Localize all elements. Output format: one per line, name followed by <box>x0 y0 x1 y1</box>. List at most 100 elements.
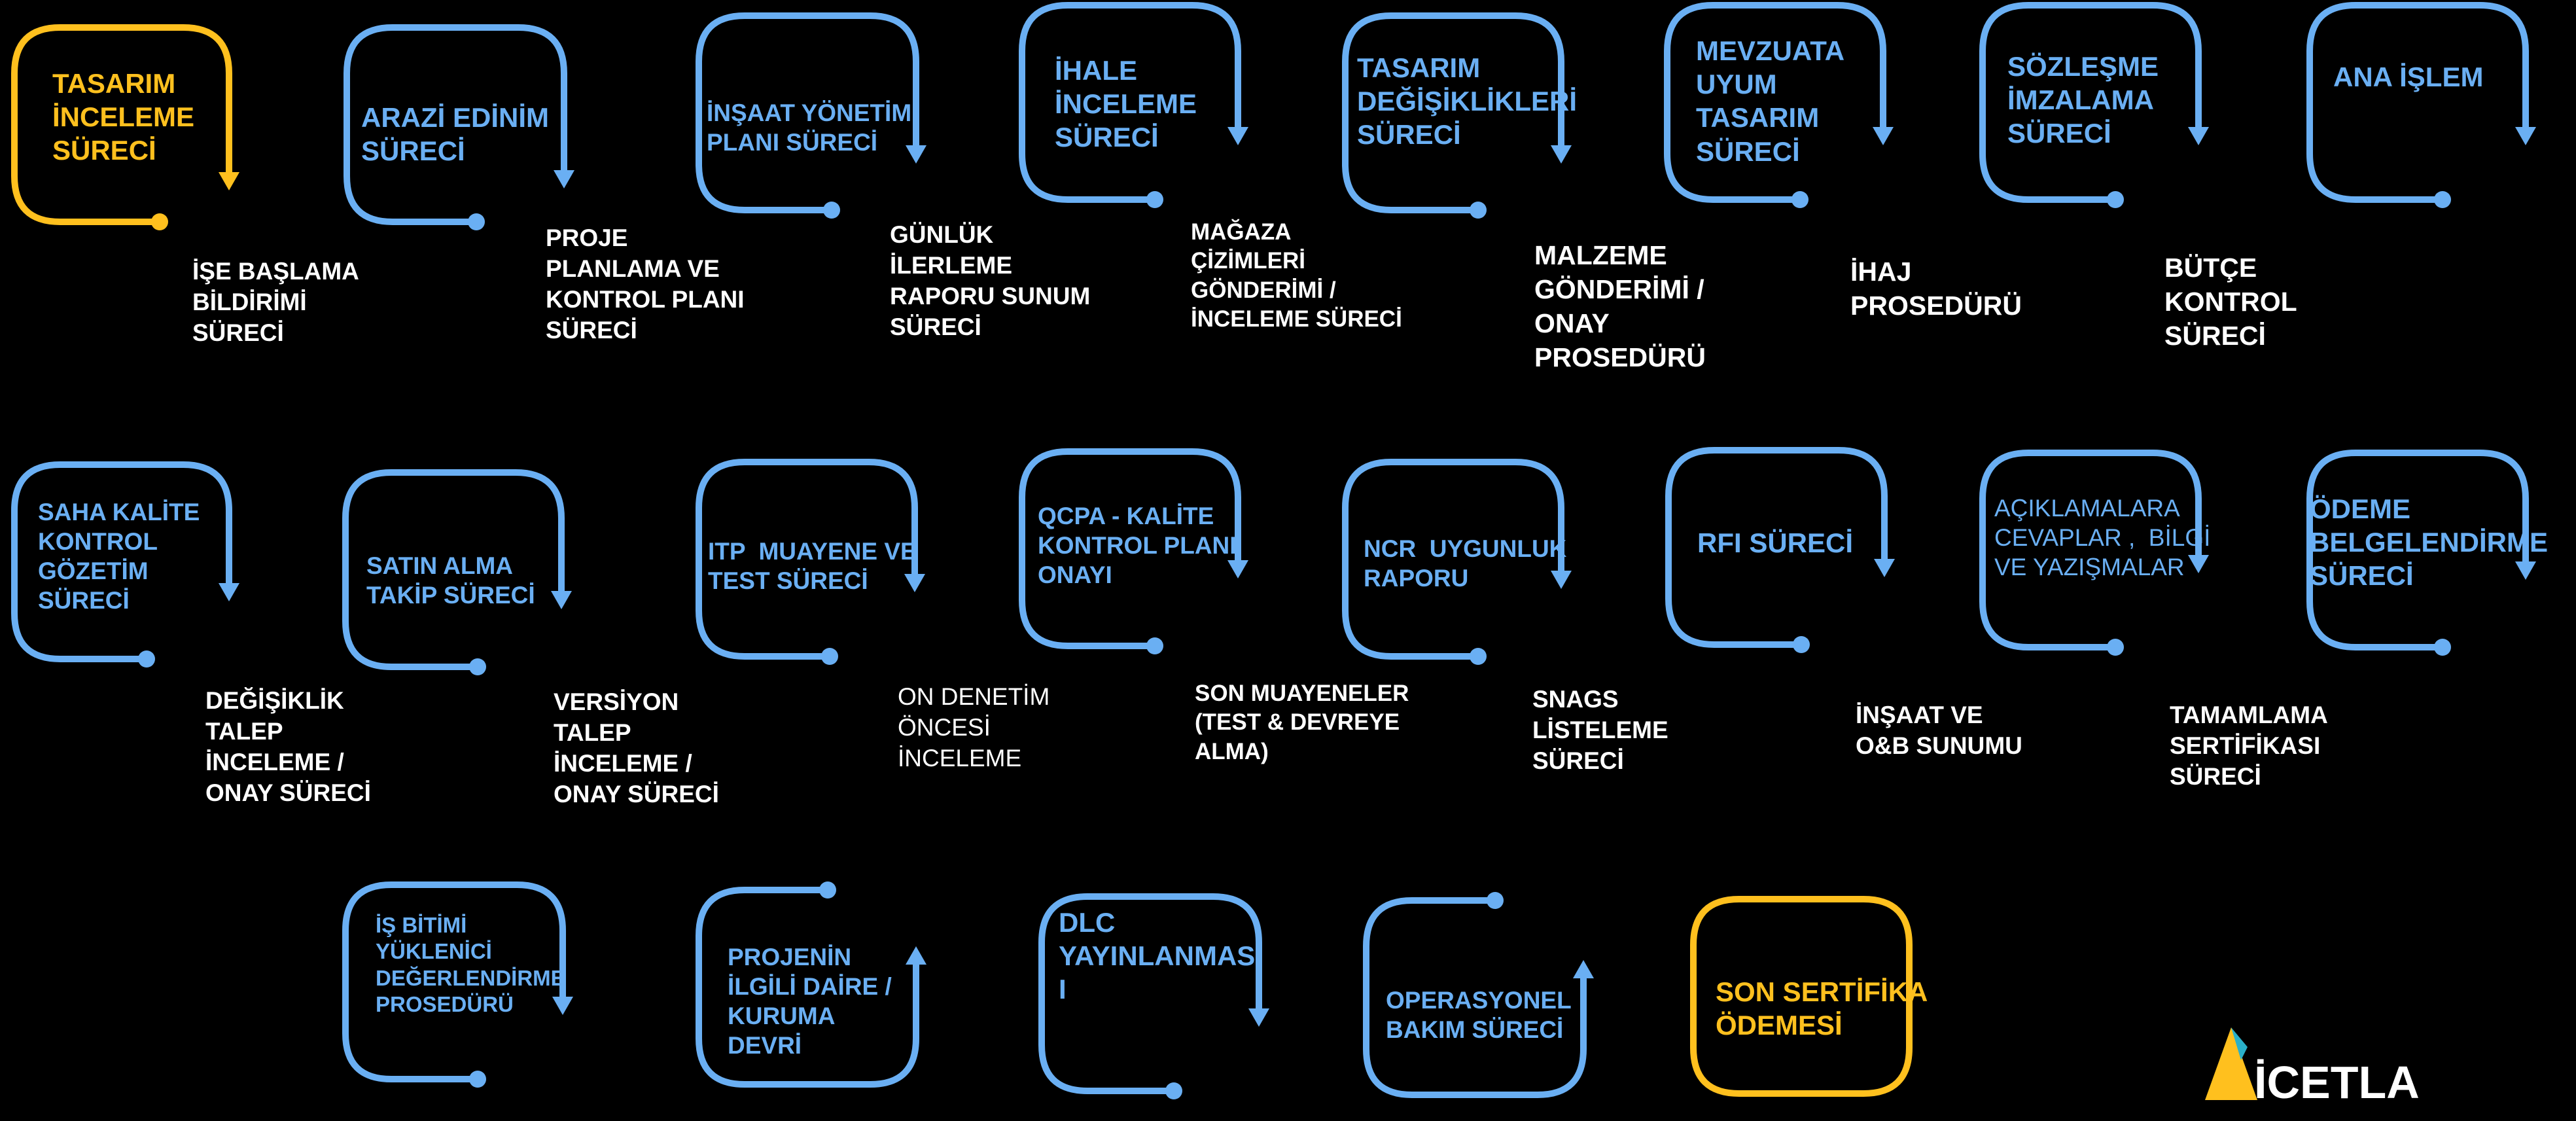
node-label: ÖDEME BELGELENDİRME SÜRECİ <box>2310 493 2549 592</box>
sub-process-label: GÜNLÜK İLERLEME RAPORU SUNUM SÜRECİ <box>890 221 1091 340</box>
connector-dot <box>2107 191 2124 208</box>
node-frame-rfi <box>1665 447 1895 653</box>
connector-dot <box>2434 639 2451 656</box>
sub-process-label: İŞE BAŞLAMA BİLDİRİMİ SÜRECİ <box>192 258 359 346</box>
sub-process-label: VERSİYON TALEP İNCELEME / ONAY SÜRECİ <box>554 688 719 808</box>
connector-dot <box>469 1071 486 1088</box>
sub-process-label: SNAGS LİSTELEME SÜRECİ <box>1532 686 1668 774</box>
sub-process-label: TAMAMLAMA SERTİFİKASI SÜRECİ <box>2170 702 2328 790</box>
company-logo: İCETLA <box>2185 1021 2447 1108</box>
node-outline <box>1038 893 1262 1094</box>
node-frame-mevzuata-uyum <box>1664 2 1894 208</box>
node-outline <box>696 12 919 213</box>
node-label: TASARIM DEĞİŞİKLİKLERİ SÜRECİ <box>1357 52 1578 151</box>
node-itp-muayene: ITP MUAYENE VE TEST SÜRECİ <box>696 459 925 665</box>
node-frame-dlc <box>1038 893 1269 1099</box>
node-outline <box>342 881 566 1082</box>
node-label: DLC YAYINLANMAS I <box>1059 907 1256 1005</box>
connector-dot <box>1146 637 1163 654</box>
arrow-down-icon <box>219 583 239 601</box>
node-label: MEVZUATA UYUM TASARIM SÜRECİ <box>1696 35 1845 167</box>
node-outline <box>1363 897 1587 1098</box>
connector-dot <box>1487 892 1504 909</box>
connector-dot <box>819 881 836 899</box>
sub-process-label: MAĞAZA ÇİZİMLERİ GÖNDERİMİ / İNCELEME SÜ… <box>1191 219 1402 332</box>
connector-dot <box>469 658 486 675</box>
node-label: ANA İŞLEM <box>2333 62 2484 92</box>
node-outline <box>11 24 232 225</box>
node-frame-aciklamalar <box>1979 450 2209 656</box>
node-outline <box>1664 2 1886 203</box>
node-label: OPERASYONEL BAKIM SÜRECİ <box>1386 987 1572 1044</box>
sub-process-label: SON MUAYENELER (TEST & DEVREYE ALMA) <box>1195 681 1409 764</box>
connector-dot <box>823 202 840 219</box>
sub-process-label: PROJE PLANLAMA VE KONTROL PLANI SÜRECİ <box>546 224 745 344</box>
node-label: ARAZİ EDİNİM SÜRECİ <box>361 102 549 167</box>
node-tasarim-inceleme: TASARIM İNCELEME SÜRECİ <box>11 24 239 230</box>
node-label: İNŞAAT YÖNETİM PLANI SÜRECİ <box>707 99 912 156</box>
node-frame-operasyonel-bakim <box>1363 892 1594 1098</box>
node-son-sertifika: SON SERTİFİKA ÖDEMESİ <box>1690 896 1928 1097</box>
connector-dot <box>1470 648 1487 665</box>
node-rfi: RFI SÜRECİ <box>1665 447 1895 653</box>
arrow-up-icon <box>906 946 926 965</box>
node-ncr: NCR UYGUNLUK RAPORU <box>1342 459 1572 665</box>
arrow-down-icon <box>2188 127 2209 145</box>
node-sozlesme-imzalama: SÖZLEŞME İMZALAMA SÜRECİ <box>1979 2 2209 208</box>
node-frame-arazi-edinim <box>344 24 574 230</box>
connector-dot <box>2107 639 2124 656</box>
node-frame-ihale-inceleme <box>1019 2 1248 208</box>
node-label: SAHA KALİTE KONTROL GÖZETİM SÜRECİ <box>38 499 200 614</box>
node-saha-kalite: SAHA KALİTE KONTROL GÖZETİM SÜRECİ <box>11 461 239 667</box>
node-label: NCR UYGUNLUK RAPORU <box>1364 535 1567 592</box>
connector-dot <box>1470 202 1487 219</box>
node-outline <box>2306 450 2529 650</box>
arrow-down-icon <box>2515 561 2536 580</box>
node-outline <box>1342 12 1564 213</box>
arrow-down-icon <box>904 574 925 592</box>
connector-dot <box>821 648 838 665</box>
logo-icon: İCETLA <box>2205 1027 2420 1108</box>
node-outline <box>1979 2 2202 203</box>
node-outline <box>1342 459 1564 660</box>
node-insaat-yonetim: İNŞAAT YÖNETİM PLANI SÜRECİ <box>696 12 926 219</box>
node-outline <box>1019 448 1241 649</box>
node-outline <box>11 461 232 662</box>
node-frame-qcpa <box>1019 448 1248 654</box>
node-frame-tasarim-inceleme <box>11 24 239 230</box>
node-operasyonel-bakim: OPERASYONEL BAKIM SÜRECİ <box>1363 892 1594 1098</box>
node-outline <box>344 24 567 225</box>
sub-process-label: DEĞİŞİKLİK TALEP İNCELEME / ONAY SÜRECİ <box>205 687 371 806</box>
node-frame-satin-alma <box>342 469 572 675</box>
arrow-up-icon <box>1573 960 1594 978</box>
node-frame-is-bitimi <box>342 881 573 1088</box>
sub-process-label: MALZEME GÖNDERİMİ / ONAY PROSEDÜRÜ <box>1534 240 1706 373</box>
node-frame-ncr <box>1342 459 1572 665</box>
node-label: AÇIKLAMALARA CEVAPLAR , BİLGİ VE YAZIŞMA… <box>1994 495 2211 581</box>
node-outline <box>1665 447 1888 648</box>
node-is-bitimi: İŞ BİTİMİ YÜKLENİCİ DEĞERLENDİRME PROSED… <box>342 881 573 1088</box>
arrow-down-icon <box>2188 555 2209 573</box>
node-outline <box>1979 450 2202 650</box>
connector-dot <box>2434 191 2451 208</box>
node-label: İHALE İNCELEME SÜRECİ <box>1055 55 1197 153</box>
node-outline <box>696 459 918 660</box>
node-outline <box>1019 2 1241 203</box>
node-label: SÖZLEŞME İMZALAMA SÜRECİ <box>2007 51 2159 149</box>
node-frame-son-sertifika <box>1690 896 1913 1097</box>
arrow-down-icon <box>1551 571 1572 589</box>
node-label: ITP MUAYENE VE TEST SÜRECİ <box>708 538 917 595</box>
node-label: TASARIM İNCELEME SÜRECİ <box>52 68 195 166</box>
node-label: QCPA - KALİTE KONTROL PLANI ONAYI <box>1038 503 1237 589</box>
sub-process-label: BÜTÇE KONTROL SÜRECİ <box>2164 253 2297 351</box>
node-dlc: DLC YAYINLANMAS I <box>1038 893 1269 1099</box>
connector-dot <box>1165 1082 1182 1099</box>
connector-dot <box>1146 191 1163 208</box>
logo-text: İCETLA <box>2254 1057 2420 1100</box>
node-arazi-edinim: ARAZİ EDİNİM SÜRECİ <box>344 24 574 230</box>
node-label: RFI SÜRECİ <box>1697 527 1854 558</box>
arrow-down-icon <box>2515 127 2536 145</box>
connector-dot <box>151 213 168 230</box>
node-label: SATIN ALMA TAKİP SÜRECİ <box>366 552 535 609</box>
node-frame-odeme-belgelendirme <box>2306 450 2536 656</box>
